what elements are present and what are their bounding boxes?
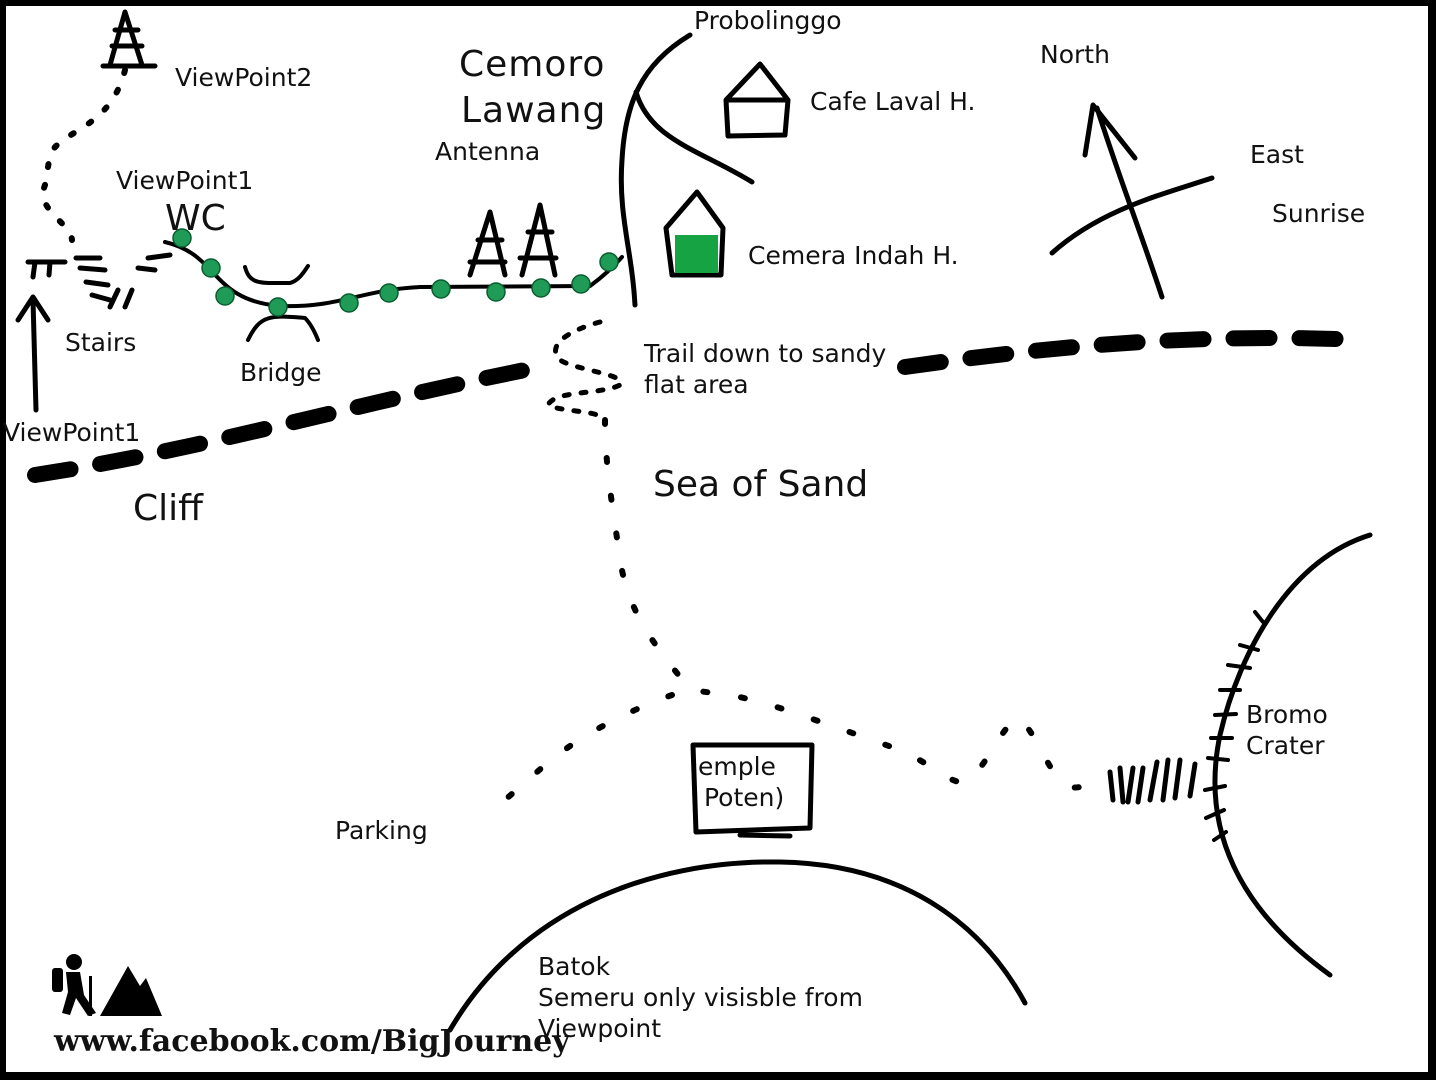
place-cafe-lava: Cafe Laval H. <box>810 87 976 116</box>
batok-label-line1: Batok <box>538 952 611 981</box>
place-wc: WC <box>165 198 226 239</box>
compass-east: East <box>1250 140 1304 169</box>
antenna-icon <box>467 202 559 278</box>
place-cemoro-lawang-line2: Lawang <box>461 90 607 131</box>
temple-label-line1: emple <box>698 752 776 781</box>
bromo-stairs-icon <box>1107 757 1198 805</box>
batok-label-line2: Semeru only visisble from <box>538 983 863 1012</box>
footer-website-link[interactable]: www.facebook.com/BigJourney <box>54 1024 570 1059</box>
place-viewpoint2: ViewPoint2 <box>175 63 313 92</box>
viewpoint-arrow-icon <box>15 294 51 413</box>
trail-label-line1: Trail down to sandy <box>644 339 887 368</box>
compass-north: North <box>1040 40 1110 69</box>
batok-label-line3: Viewpoint <box>538 1014 662 1043</box>
bromo-crater-rim <box>1212 532 1373 978</box>
hotel-icon <box>675 235 718 273</box>
bromo-label-line1: Bromo <box>1246 700 1328 729</box>
place-antenna: Antenna <box>435 137 541 166</box>
tower-icon <box>100 9 158 69</box>
north-arrow-icon <box>1082 102 1165 300</box>
place-cliff: Cliff <box>133 488 203 529</box>
green-route <box>172 228 619 317</box>
road-probolinggo <box>618 32 693 308</box>
compass-sunrise: Sunrise <box>1272 199 1366 228</box>
road-branch <box>633 89 755 185</box>
place-cemoro-lawang-line1: Cemoro <box>459 44 606 85</box>
descent-trail <box>545 319 624 423</box>
temple-label-line2: Poten) <box>704 783 785 812</box>
temple-icon <box>690 742 815 839</box>
hiker-icon <box>52 954 96 1016</box>
bridge-icon <box>243 264 320 342</box>
place-sea-of-sand: Sea of Sand <box>653 464 869 505</box>
trail-label-line2: flat area <box>644 370 749 399</box>
place-viewpoint1-lower: ViewPoint1 <box>3 418 141 447</box>
place-cemara-indah: Cemera Indah H. <box>748 241 959 270</box>
place-parking: Parking <box>335 816 428 845</box>
bromo-label-line2: Crater <box>1246 731 1325 760</box>
place-probolinggo: Probolinggo <box>694 6 842 35</box>
parking-trail-dotted <box>502 692 675 803</box>
cliff-edge-line <box>27 330 1373 483</box>
stairs-icon <box>25 252 173 310</box>
bromo-rim-hatch <box>1203 610 1265 842</box>
cafe-lava-house-icon <box>723 61 791 139</box>
batok-ridge <box>447 859 1028 1033</box>
place-viewpoint1-upper: ViewPoint1 <box>116 166 254 195</box>
east-arrow-line <box>1049 175 1215 256</box>
mountain-icon <box>100 966 162 1016</box>
viewpoint2-trail <box>40 67 128 243</box>
place-bridge: Bridge <box>240 358 322 387</box>
cemara-indah-house-icon <box>663 189 726 278</box>
place-stairs: Stairs <box>65 328 137 357</box>
